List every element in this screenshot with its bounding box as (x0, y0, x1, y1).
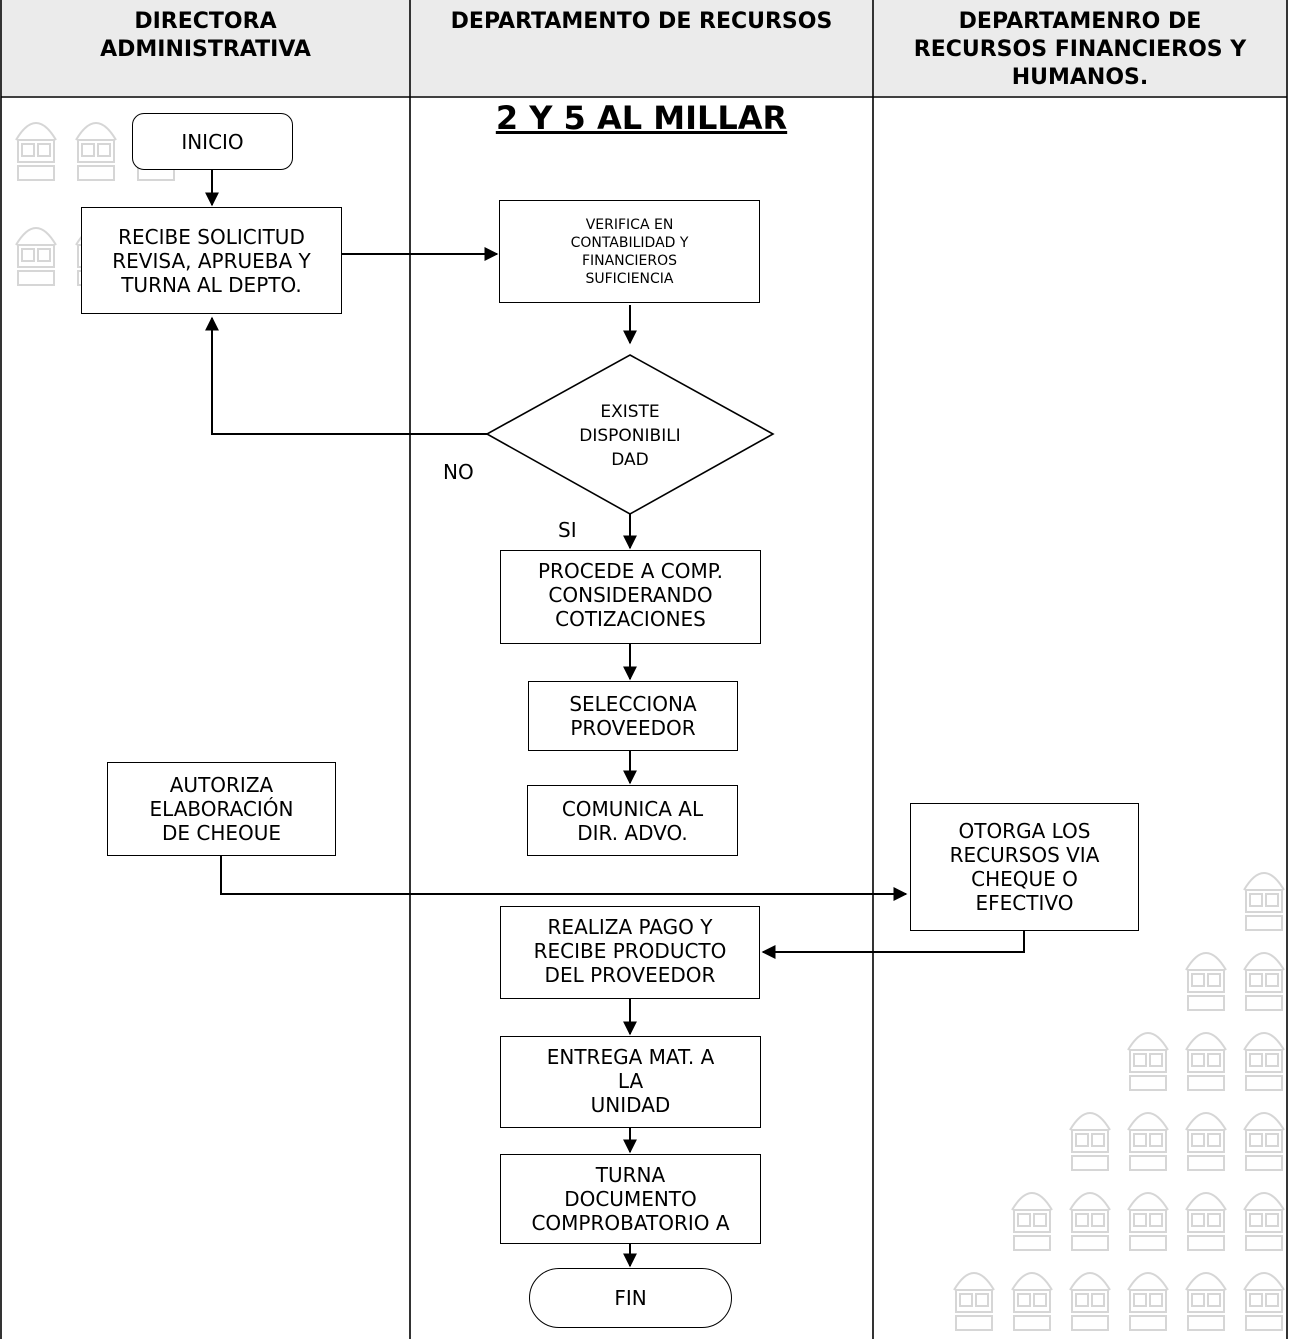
node-entrega: ENTREGA MAT. A LA UNIDAD (500, 1036, 761, 1128)
node-fin: FIN (529, 1268, 732, 1328)
label-si: SI (558, 518, 577, 542)
arrow-otorga-realiza (761, 931, 1025, 959)
node-turna: TURNA DOCUMENTO COMPROBATORIO A (500, 1154, 761, 1244)
node-comunica: COMUNICA AL DIR. ADVO. (527, 785, 738, 856)
lane-header-directora: DIRECTORA ADMINISTRATIVA (2, 0, 409, 96)
node-autoriza: AUTORIZA ELABORACIÓN DE CHEOUE (107, 762, 336, 856)
node-selecciona: SELECCIONA PROVEEDOR (528, 681, 738, 751)
arrow-no-recibe (205, 316, 488, 435)
lane-header-recursos: DEPARTAMENTO DE RECURSOS (411, 0, 872, 96)
node-procede: PROCEDE A COMP. CONSIDERANDO COTIZACIONE… (500, 550, 761, 644)
label-no: NO (443, 460, 474, 484)
node-verifica: VERIFICA EN CONTABILIDAD Y FINANCIEROS S… (499, 200, 760, 303)
node-otorga: OTORGA LOS RECURSOS VIA CHEQUE O EFECTIV… (910, 803, 1139, 931)
lane-header-financieros: DEPARTAMENRO DE RECURSOS FINANCIEROS Y H… (874, 0, 1286, 96)
process-title: 2 Y 5 AL MILLAR (495, 99, 788, 137)
arrow-autoriza-otorga (220, 856, 908, 901)
connectors (205, 170, 1025, 1268)
decision-label: EXISTE DISPONIBILI DAD (579, 402, 681, 470)
node-realiza-pago: REALIZA PAGO Y RECIBE PRODUCTO DEL PROVE… (500, 906, 760, 999)
node-recibe-solicitud: RECIBE SOLICITUD REVISA, APRUEBA Y TURNA… (81, 207, 342, 314)
node-inicio: INICIO (132, 113, 293, 170)
